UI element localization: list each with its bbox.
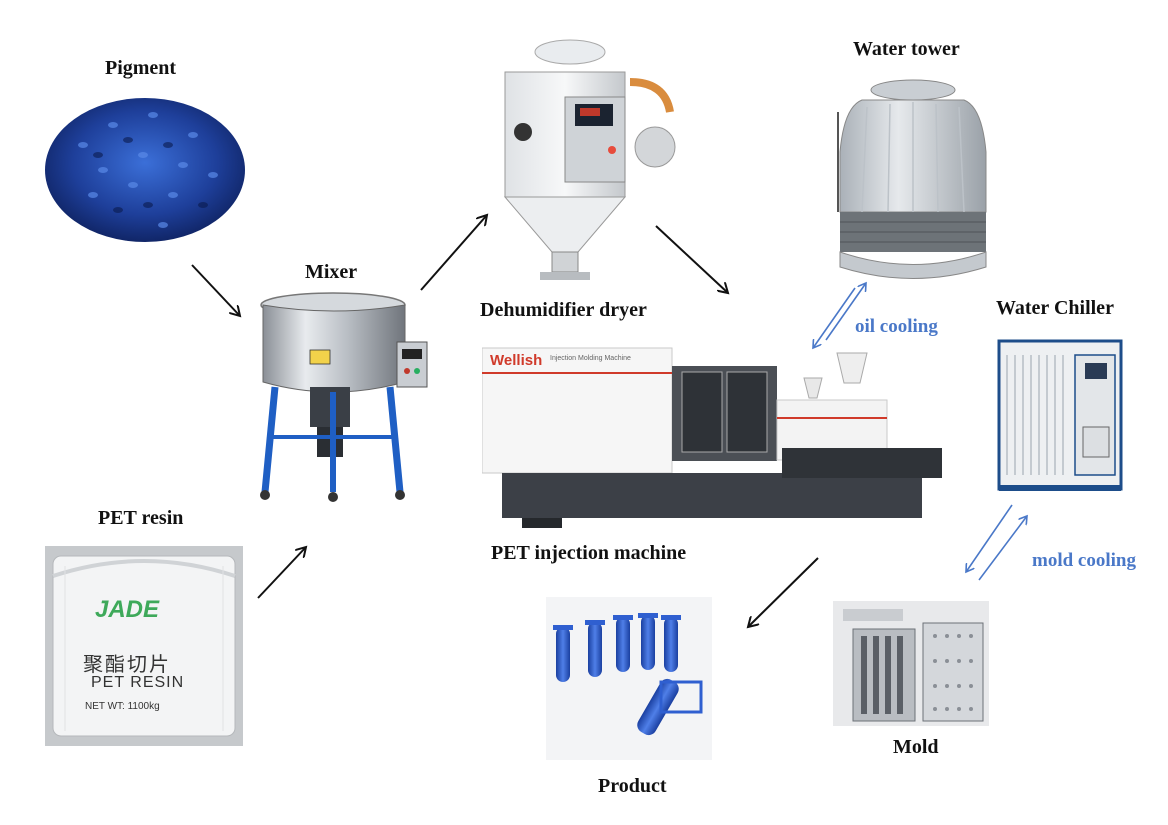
arrow-oil-cooling-up xyxy=(825,283,866,341)
pigment-image xyxy=(45,98,245,242)
arrow-machine-to-product xyxy=(748,557,819,627)
dryer-image xyxy=(503,39,676,280)
arrow-oil-cooling-down xyxy=(813,287,856,348)
pet-resin-label: PET resin xyxy=(98,507,184,529)
arrow-mold-cooling-up xyxy=(978,516,1027,581)
water-chiller-label: Water Chiller xyxy=(996,297,1114,319)
bag-brand-text: JADE xyxy=(95,596,160,623)
bag-pet-resin-text: PET RESIN xyxy=(91,674,185,691)
mold-cooling-label: mold cooling xyxy=(1032,550,1136,571)
oil-cooling-label: oil cooling xyxy=(855,316,938,337)
arrow-mold-cooling-down xyxy=(966,504,1013,572)
injection-machine-image: Wellish Injection Molding Machine xyxy=(482,338,944,530)
arrow-resin-to-mixer xyxy=(257,547,306,599)
dryer-label: Dehumidifier dryer xyxy=(480,299,647,321)
water-chiller-image xyxy=(997,339,1123,491)
mold-label: Mold xyxy=(893,736,939,758)
arrow-mixer-to-dryer xyxy=(420,215,487,291)
arrow-pigment-to-mixer xyxy=(191,264,240,316)
pigment-label: Pigment xyxy=(105,57,177,79)
mixer-label: Mixer xyxy=(305,261,358,283)
mold-image xyxy=(833,601,989,726)
product-label: Product xyxy=(598,775,667,797)
bag-chinese-text: 聚酯切片 xyxy=(83,652,171,676)
machine-subtitle-text: Injection Molding Machine xyxy=(550,355,631,362)
water-tower-image xyxy=(837,79,987,279)
pet-resin-image: JADE 聚酯切片 PET RESIN NET WT: 1100kg xyxy=(45,546,243,746)
water-tower-label: Water tower xyxy=(853,38,960,60)
product-image xyxy=(546,597,712,760)
injection-machine-label: PET injection machine xyxy=(491,542,687,564)
bag-weight-text: NET WT: 1100kg xyxy=(85,701,160,712)
arrow-dryer-to-machine xyxy=(655,225,728,293)
machine-brand-text: Wellish xyxy=(490,352,543,369)
mixer-image xyxy=(260,292,428,502)
